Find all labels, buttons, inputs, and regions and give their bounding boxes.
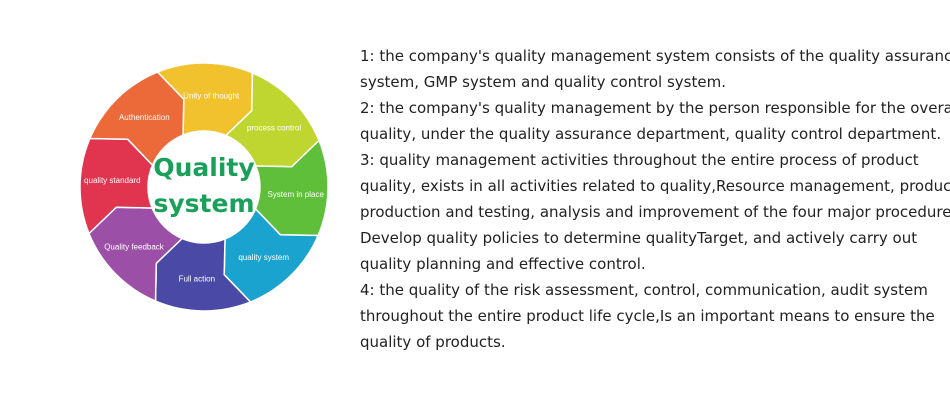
- segment-label: process control: [247, 123, 301, 132]
- segment-label: System in place: [267, 190, 324, 199]
- text-line: quality, under the quality assurance dep…: [360, 121, 948, 147]
- center-title-line1: Quality: [153, 153, 254, 182]
- center-title-line2: system: [153, 189, 254, 218]
- text-line: Develop quality policies to determine qu…: [360, 225, 948, 251]
- text-line: quality of products.: [360, 329, 948, 355]
- text-line: 1: the company's quality management syst…: [360, 43, 948, 69]
- segment-label: Full action: [179, 275, 215, 284]
- segment-label: quality standard: [84, 176, 140, 185]
- segment-label: Authentication: [119, 113, 170, 122]
- text-line: throughout the entire product life cycle…: [360, 303, 948, 329]
- segment-label: quality system: [238, 253, 289, 262]
- text-line: quality planning and effective control.: [360, 251, 948, 277]
- center-circle: [148, 131, 260, 243]
- text-line: quality, exists in all activities relate…: [360, 173, 948, 199]
- text-line: production and testing, analysis and imp…: [360, 199, 948, 225]
- segment-label: Unity of thought: [183, 91, 240, 100]
- text-line: 3: quality management activities through…: [360, 147, 948, 173]
- segment-label: Quality feedback: [104, 243, 165, 252]
- text-line: system, GMP system and quality control s…: [360, 69, 948, 95]
- description-text: 1: the company's quality management syst…: [360, 43, 948, 355]
- text-line: 2: the company's quality management by t…: [360, 95, 948, 121]
- text-line: 4: the quality of the risk assessment, c…: [360, 277, 948, 303]
